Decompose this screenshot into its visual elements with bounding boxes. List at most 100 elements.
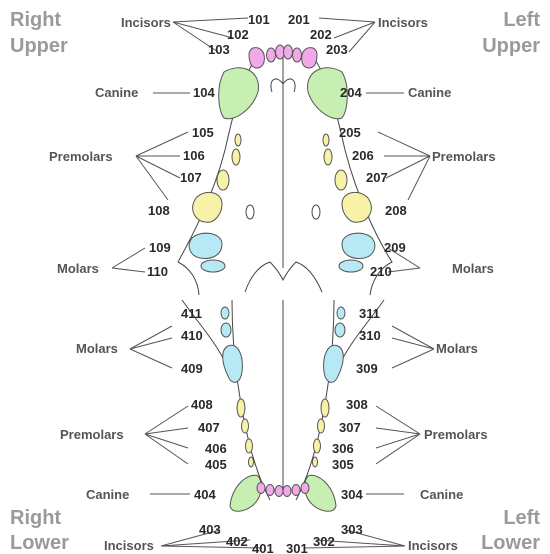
- num-408: 408: [191, 397, 213, 412]
- num-304: 304: [341, 487, 363, 502]
- num-206: 206: [352, 148, 374, 163]
- tooth-105[interactable]: [235, 134, 241, 146]
- tooth-109[interactable]: [189, 233, 222, 258]
- num-207: 207: [366, 170, 388, 185]
- tooth-305[interactable]: [313, 457, 318, 467]
- tooth-205[interactable]: [323, 134, 329, 146]
- tooth-409[interactable]: [223, 345, 243, 382]
- tooth-311[interactable]: [337, 307, 345, 319]
- label-incisors-left-upper: Incisors: [378, 15, 428, 30]
- label-canine-left-upper: Canine: [408, 85, 451, 100]
- num-101: 101: [248, 12, 270, 27]
- label-molars-right-lower: Molars: [76, 341, 118, 356]
- tooth-107[interactable]: [217, 170, 229, 190]
- tooth-410[interactable]: [221, 323, 231, 337]
- quadrant-right-upper-line2: Upper: [10, 35, 68, 57]
- num-310: 310: [359, 328, 381, 343]
- num-306: 306: [332, 441, 354, 456]
- tooth-302[interactable]: [292, 485, 300, 496]
- num-105: 105: [192, 125, 214, 140]
- num-209: 209: [384, 240, 406, 255]
- label-premolars-right-upper: Premolars: [49, 149, 113, 164]
- tooth-207[interactable]: [335, 170, 347, 190]
- tooth-308[interactable]: [321, 399, 329, 417]
- tooth-208[interactable]: [342, 192, 371, 222]
- quadrant-left-lower-line2: Lower: [481, 532, 540, 554]
- tooth-403[interactable]: [257, 483, 265, 494]
- tooth-304[interactable]: [305, 475, 336, 511]
- num-410: 410: [181, 328, 203, 343]
- num-106: 106: [183, 148, 205, 163]
- num-104: 104: [193, 85, 215, 100]
- palatine-foramen-right: [246, 205, 254, 219]
- lower-jaw-outline-right: [232, 300, 270, 500]
- label-molars-right-upper: Molars: [57, 261, 99, 276]
- label-premolars-left-upper: Premolars: [432, 149, 496, 164]
- tooth-210[interactable]: [339, 260, 363, 272]
- tooth-310[interactable]: [335, 323, 345, 337]
- num-401: 401: [252, 541, 274, 554]
- tooth-411[interactable]: [221, 307, 229, 319]
- num-303: 303: [341, 522, 363, 537]
- tooth-203[interactable]: [302, 48, 317, 68]
- num-203: 203: [326, 42, 348, 57]
- num-311: 311: [359, 306, 380, 321]
- label-molars-left-lower: Molars: [436, 341, 478, 356]
- tooth-108[interactable]: [193, 192, 222, 222]
- num-305: 305: [332, 457, 354, 472]
- label-incisors-right-lower: Incisors: [104, 538, 154, 553]
- tooth-206[interactable]: [324, 149, 332, 165]
- tooth-402[interactable]: [266, 485, 274, 496]
- num-307: 307: [339, 420, 361, 435]
- num-409: 409: [181, 361, 203, 376]
- num-210: 210: [370, 264, 392, 279]
- tooth-404[interactable]: [230, 475, 261, 511]
- quadrant-right-lower-line2: Lower: [10, 532, 69, 554]
- palatine-foramen-left: [312, 205, 320, 219]
- num-301: 301: [286, 541, 308, 554]
- num-309: 309: [356, 361, 378, 376]
- tooth-401[interactable]: [275, 486, 283, 497]
- quadrant-right-lower-line1: Right: [10, 507, 61, 529]
- tooth-307[interactable]: [318, 419, 325, 433]
- tooth-303[interactable]: [301, 483, 309, 494]
- quadrant-right-upper-line1: Right: [10, 9, 61, 31]
- tooth-306[interactable]: [314, 439, 321, 453]
- quadrant-left-upper-line1: Left: [503, 9, 540, 31]
- tooth-110[interactable]: [201, 260, 225, 272]
- tooth-309[interactable]: [324, 345, 344, 382]
- num-103: 103: [208, 42, 230, 57]
- label-incisors-right-upper: Incisors: [121, 15, 171, 30]
- tooth-201[interactable]: [284, 45, 293, 59]
- leader-lines: [112, 18, 434, 548]
- num-403: 403: [199, 522, 221, 537]
- label-molars-left-upper: Molars: [452, 261, 494, 276]
- num-208: 208: [385, 203, 407, 218]
- num-102: 102: [227, 27, 249, 42]
- tooth-202[interactable]: [293, 48, 302, 62]
- tooth-104[interactable]: [219, 68, 259, 119]
- tooth-209[interactable]: [342, 233, 375, 258]
- num-302: 302: [313, 534, 335, 549]
- label-premolars-left-lower: Premolars: [424, 427, 488, 442]
- num-110: 110: [147, 264, 168, 279]
- tooth-103[interactable]: [249, 48, 264, 68]
- num-204: 204: [340, 85, 362, 100]
- tooth-406[interactable]: [246, 439, 253, 453]
- num-308: 308: [346, 397, 368, 412]
- tooth-102[interactable]: [267, 48, 276, 62]
- num-107: 107: [180, 170, 202, 185]
- tooth-301[interactable]: [283, 486, 291, 497]
- tooth-106[interactable]: [232, 149, 240, 165]
- tooth-408[interactable]: [237, 399, 245, 417]
- quadrant-left-lower-line1: Left: [503, 507, 540, 529]
- num-205: 205: [339, 125, 361, 140]
- num-407: 407: [198, 420, 220, 435]
- num-405: 405: [205, 457, 227, 472]
- tooth-405[interactable]: [249, 457, 254, 467]
- tooth-407[interactable]: [242, 419, 249, 433]
- num-404: 404: [194, 487, 216, 502]
- num-201: 201: [288, 12, 310, 27]
- num-402: 402: [226, 534, 248, 549]
- label-canine-right-lower: Canine: [86, 487, 129, 502]
